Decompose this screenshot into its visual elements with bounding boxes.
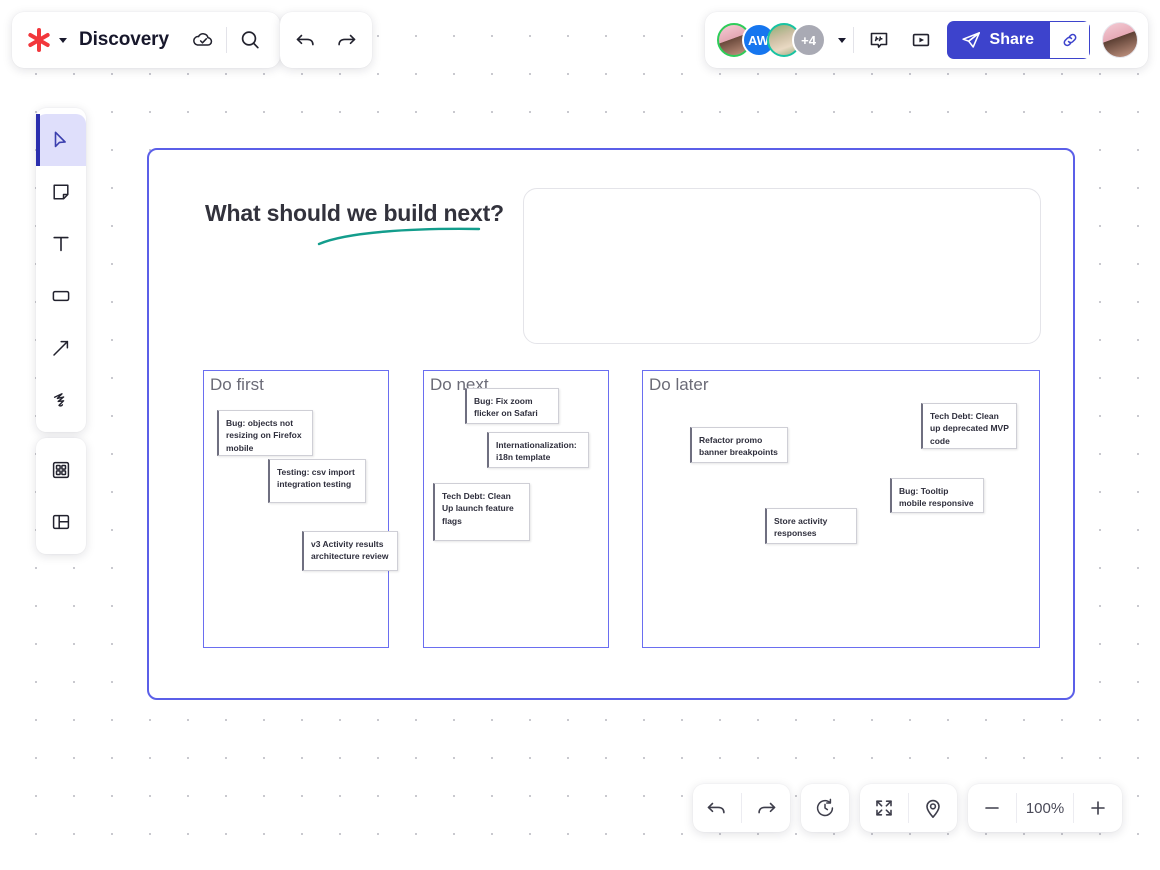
history-clock-icon[interactable] (801, 784, 849, 832)
chevron-down-icon[interactable] (837, 37, 846, 43)
share-button[interactable]: Share (946, 21, 1050, 59)
sticky-note[interactable]: Bug: objects not resizing on Firefox mob… (217, 410, 313, 456)
sticky-note[interactable]: Store activity responses (765, 508, 857, 544)
avatar-overflow[interactable]: +4 (791, 23, 826, 57)
tools-panel (36, 108, 86, 432)
divider (1073, 793, 1074, 823)
column-title: Do later (649, 375, 709, 394)
top-history-toolbar (280, 12, 372, 68)
tool-apps-grid[interactable] (36, 444, 86, 496)
copy-link-button[interactable] (1050, 21, 1090, 59)
cloud-check-icon[interactable] (183, 20, 223, 60)
zoom-in-button[interactable] (1074, 784, 1122, 832)
zoom-out-button[interactable] (968, 784, 1016, 832)
tool-arrow[interactable] (36, 322, 86, 374)
sticky-note[interactable]: Bug: Tooltip mobile responsive issues (890, 478, 984, 513)
tool-shape[interactable] (36, 270, 86, 322)
sticky-note[interactable]: Testing: csv import integration testing (268, 459, 366, 503)
chevron-down-icon[interactable] (59, 37, 67, 43)
asterisk-logo-icon[interactable] (26, 27, 52, 53)
share-button-group: Share (946, 21, 1090, 59)
title-underline-swoosh (317, 227, 481, 246)
sticky-note[interactable]: Refactor promo banner breakpoints (690, 427, 788, 463)
divider (741, 793, 742, 823)
document-title[interactable]: Discovery (79, 29, 169, 50)
bottom-toolbar: 100% (693, 784, 1122, 832)
tool-sticky-note[interactable] (36, 166, 86, 218)
redo-arrow-icon[interactable] (326, 20, 366, 60)
undo-arrow-icon[interactable] (286, 20, 326, 60)
toolbar-divider (852, 27, 854, 53)
board-heading: What should we build next? (205, 200, 504, 226)
sticky-note[interactable]: Internationalization: i18n template cont… (487, 432, 589, 468)
tool-select[interactable] (36, 114, 86, 166)
top-left-toolbar: Discovery (12, 12, 280, 68)
search-icon[interactable] (230, 20, 270, 60)
tool-pen[interactable] (36, 374, 86, 426)
present-play-icon[interactable] (901, 20, 941, 60)
undo-arrow-icon[interactable] (693, 784, 741, 832)
share-label: Share (989, 31, 1034, 48)
toolbar-divider (225, 27, 227, 53)
sticky-note[interactable]: Tech Debt: Clean Up launch feature flags (433, 483, 530, 541)
tool-templates[interactable] (36, 496, 86, 548)
sticky-note[interactable]: v3 Activity results architecture review (302, 531, 398, 571)
tool-text[interactable] (36, 218, 86, 270)
zoom-level-label[interactable]: 100% (1025, 799, 1065, 817)
divider (908, 793, 909, 823)
column-title: Do first (210, 375, 264, 394)
viewport-group (860, 784, 957, 832)
account-avatar[interactable] (1102, 22, 1138, 58)
sticky-note[interactable]: Tech Debt: Clean up deprecated MVP code (921, 403, 1017, 449)
version-history-group (801, 784, 849, 832)
redo-arrow-icon[interactable] (742, 784, 790, 832)
empty-note-card[interactable] (523, 188, 1041, 344)
zoom-group: 100% (968, 784, 1122, 832)
map-pin-icon[interactable] (909, 784, 957, 832)
sticky-note[interactable]: Bug: Fix zoom flicker on Safari (465, 388, 559, 424)
top-right-toolbar: AW+4 Share (704, 12, 1148, 68)
divider (1016, 793, 1017, 823)
comment-quote-icon[interactable] (859, 20, 899, 60)
fit-to-screen-icon[interactable] (860, 784, 908, 832)
extras-panel (36, 438, 86, 554)
collaborator-avatars[interactable]: AW+4 (716, 23, 826, 57)
history-group (693, 784, 790, 832)
